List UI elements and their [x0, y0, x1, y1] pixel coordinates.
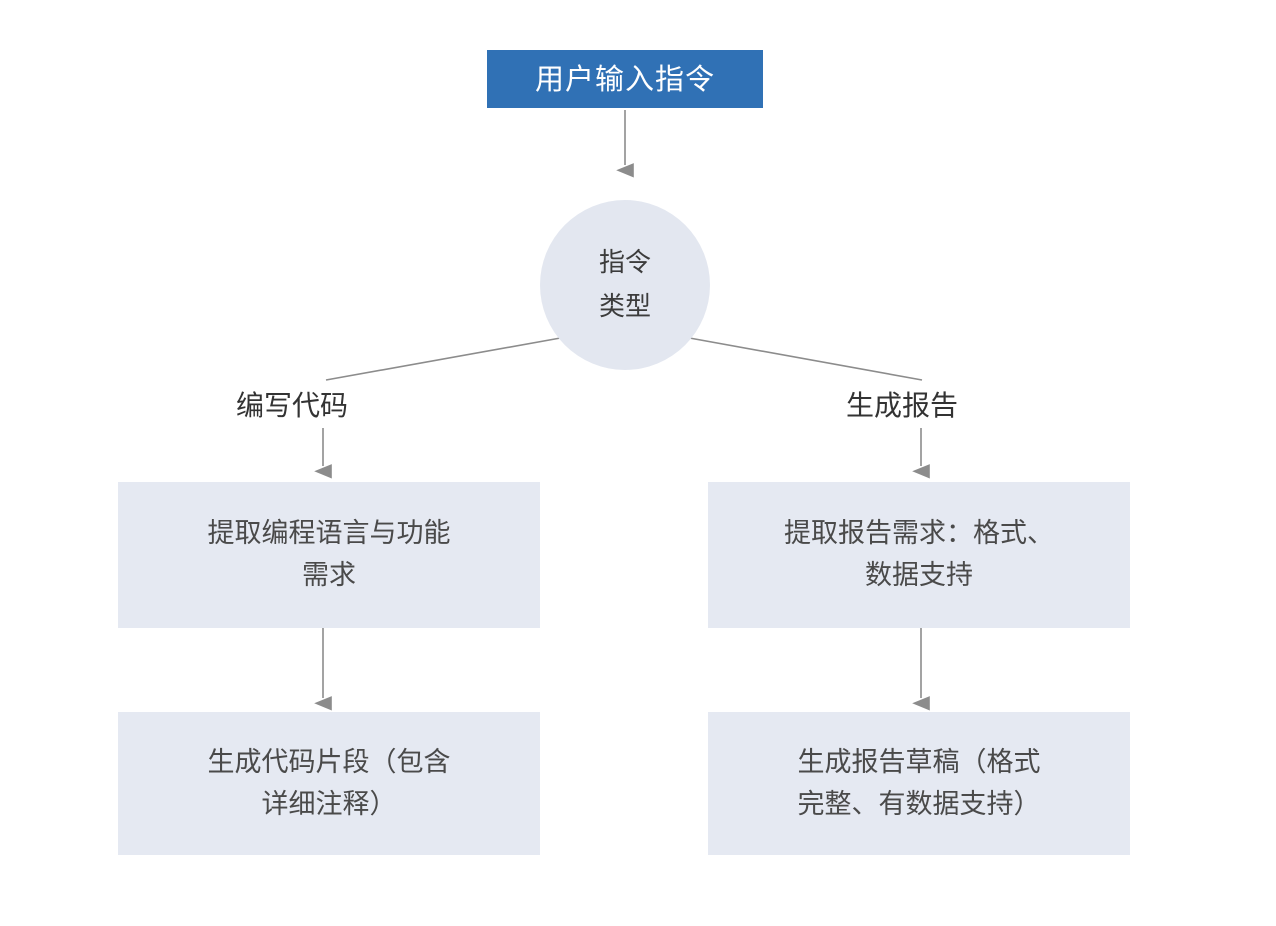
node-left-step-2[interactable]: 生成代码片段（包含 详细注释） — [118, 712, 540, 855]
node-right-step-2[interactable]: 生成报告草稿（格式 完整、有数据支持） — [708, 712, 1130, 855]
node-left-step-2-label: 生成代码片段（包含 详细注释） — [207, 746, 451, 820]
edge-label-generate-report: 生成报告 — [846, 389, 959, 422]
edge-decision-to-right-branch — [683, 336, 923, 381]
node-decision-label: 指令 类型 — [598, 247, 651, 322]
node-decision-instruction-type[interactable]: 指令 类型 — [540, 200, 710, 370]
node-right-step-2-label: 生成报告草稿（格式 完整、有数据支持） — [797, 746, 1041, 820]
node-right-step-1-label: 提取报告需求：格式、 数据支持 — [784, 518, 1054, 591]
edge-label-write-code: 编写代码 — [236, 389, 349, 422]
node-start-label: 用户输入指令 — [534, 61, 715, 96]
edge-decision-to-left-branch — [325, 336, 567, 381]
node-start[interactable]: 用户输入指令 — [487, 50, 763, 108]
node-right-step-1[interactable]: 提取报告需求：格式、 数据支持 — [708, 482, 1130, 628]
node-left-step-1[interactable]: 提取编程语言与功能 需求 — [118, 482, 540, 628]
node-left-step-1-label: 提取编程语言与功能 需求 — [207, 518, 451, 591]
